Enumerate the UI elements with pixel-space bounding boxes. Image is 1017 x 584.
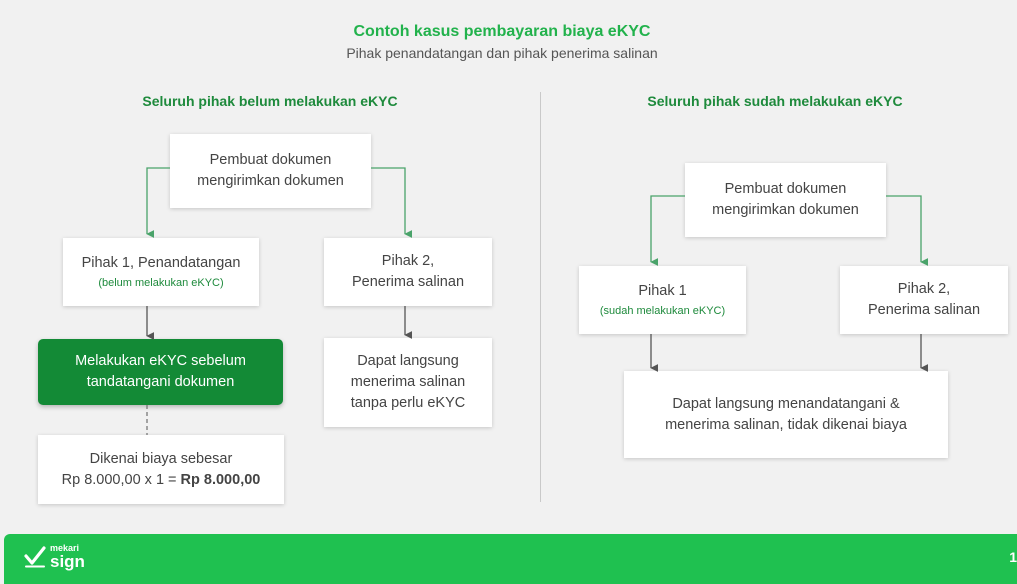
right-party2-line2: Penerima salinan bbox=[867, 302, 981, 318]
fee-calc: Rp 8.000,00 x 1 = bbox=[61, 471, 181, 488]
direct-receive-line2: menerima salinan bbox=[350, 374, 466, 390]
slide-title: Contoh kasus pembayaran biaya eKYC bbox=[353, 23, 651, 40]
brand-big-text: sign bbox=[50, 552, 85, 571]
left-party1-box: Pihak 1, Penandatangan (belum melakukan … bbox=[63, 238, 259, 306]
fee-total: Rp 8.000,00 bbox=[180, 471, 261, 488]
right-result-box: Dapat langsung menandatangani & menerima… bbox=[624, 371, 948, 458]
right-party2-line1: Pihak 2, bbox=[897, 281, 951, 297]
right-creator-line2: mengirimkan dokumen bbox=[712, 202, 859, 218]
arrow-left-creator-to-party1 bbox=[146, 167, 170, 238]
right-party1-box: Pihak 1 (sudah melakukan eKYC) bbox=[579, 266, 746, 334]
direct-receive-box: Dapat langsung menerima salinan tanpa pe… bbox=[324, 338, 492, 427]
right-party1-note: (sudah melakukan eKYC) bbox=[599, 305, 726, 317]
right-party2-box: Pihak 2, Penerima salinan bbox=[840, 266, 1008, 334]
right-creator-line1: Pembuat dokumen bbox=[724, 181, 847, 197]
ekyc-action-line2: tandatangani dokumen bbox=[86, 374, 235, 390]
left-creator-line1: Pembuat dokumen bbox=[209, 152, 332, 168]
right-creator-box: Pembuat dokumen mengirimkan dokumen bbox=[685, 163, 886, 237]
direct-receive-line1: Dapat langsung bbox=[357, 353, 459, 369]
section-divider bbox=[540, 92, 541, 502]
fee-line1: Dikenai biaya sebesar bbox=[89, 450, 233, 467]
arrow-right-creator-to-party2 bbox=[886, 195, 929, 266]
right-party1-label: Pihak 1 bbox=[638, 283, 687, 299]
right-section-heading: Seluruh pihak sudah melakukan eKYC bbox=[647, 93, 903, 109]
left-party2-line1: Pihak 2, bbox=[381, 253, 435, 269]
left-creator-line2: mengirimkan dokumen bbox=[197, 173, 344, 189]
left-party1-label: Pihak 1, Penandatangan bbox=[81, 255, 241, 271]
brand-small-text: mekari bbox=[50, 543, 80, 553]
left-section-heading: Seluruh pihak belum melakukan eKYC bbox=[142, 93, 398, 109]
left-party1-note: (belum melakukan eKYC) bbox=[98, 277, 224, 289]
arrow-left-creator-to-party2 bbox=[371, 167, 413, 238]
page-number: 1 bbox=[1009, 549, 1017, 565]
right-result-line1: Dapat langsung menandatangani & bbox=[672, 395, 900, 412]
left-creator-box: Pembuat dokumen mengirimkan dokumen bbox=[170, 134, 371, 208]
fee-box: Dikenai biaya sebesar Rp 8.000,00 x 1 = … bbox=[38, 435, 284, 504]
check-logo-icon bbox=[24, 546, 46, 568]
fee-line2: Rp 8.000,00 x 1 = Rp 8.000,00 bbox=[62, 470, 261, 491]
ekyc-action-line1: Melakukan eKYC sebelum bbox=[75, 353, 246, 369]
arrow-right-creator-to-party1 bbox=[650, 195, 685, 266]
slide-subtitle: Pihak penandatangan dan pihak penerima s… bbox=[346, 45, 658, 61]
direct-receive-line3: tanpa perlu eKYC bbox=[350, 395, 466, 411]
ekyc-action-box: Melakukan eKYC sebelum tandatangani doku… bbox=[38, 339, 283, 405]
left-party2-line2: Penerima salinan bbox=[351, 274, 465, 290]
left-party2-box: Pihak 2, Penerima salinan bbox=[324, 238, 492, 306]
footer-bar: mekari sign 1 bbox=[4, 534, 1017, 584]
right-result-line2: menerima salinan, tidak dikenai biaya bbox=[665, 416, 907, 433]
